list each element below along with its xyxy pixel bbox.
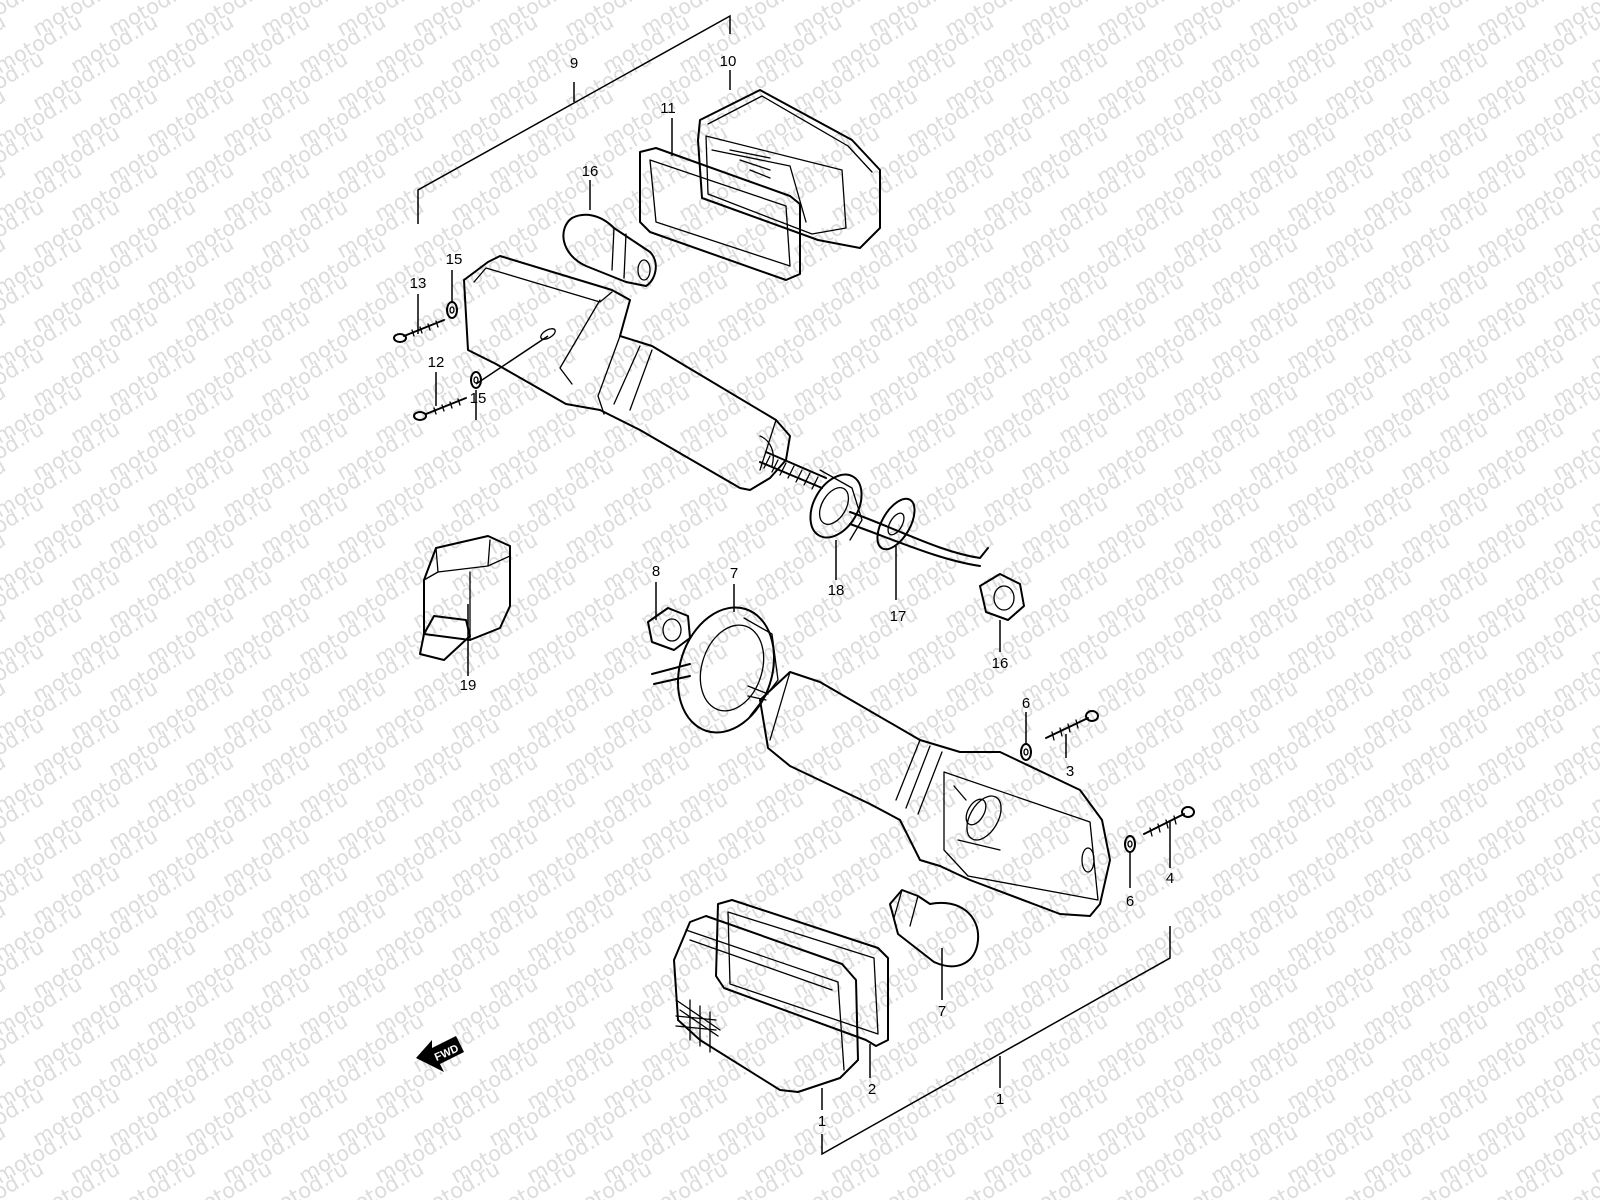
callout-4: 3 (1066, 763, 1074, 780)
bracket-1 (821, 926, 1171, 1156)
callout-11: 10 (720, 53, 737, 70)
callout-15-top: 15 (446, 251, 463, 268)
upper-housing (463, 255, 791, 491)
upper-nut-19 (809, 469, 863, 541)
screw-4 (1045, 710, 1099, 741)
upper-washer-18 (876, 497, 916, 551)
callout-3: 2 (868, 1081, 876, 1098)
lower-lens (673, 915, 859, 1093)
callout-10: 9 (570, 55, 578, 72)
upper-bulb (562, 213, 657, 287)
callout-13: 12 (428, 354, 445, 371)
callout-2: 1 (818, 1113, 826, 1130)
callout-1: 1 (996, 1091, 1004, 1108)
callout-5: 4 (1166, 870, 1174, 887)
callout-6-top: 6 (1022, 695, 1030, 712)
upper-stud (759, 451, 827, 490)
bracket-10 (417, 14, 731, 224)
callout-19: 18 (828, 582, 845, 599)
callout-8: 7 (730, 565, 738, 582)
screw-13 (413, 397, 467, 421)
lower-bulb (889, 889, 980, 968)
callout-18: 17 (890, 608, 907, 625)
upper-wire (849, 511, 989, 567)
flasher-relay (419, 535, 511, 661)
nut-17 (979, 573, 1025, 621)
screw-14 (393, 319, 445, 343)
lower-housing (747, 671, 1111, 917)
callout-16: 16 (582, 163, 599, 180)
callout-17: 16 (992, 655, 1009, 672)
callout-7: 7 (938, 1003, 946, 1020)
upper-gasket (639, 147, 801, 281)
callout-labels: 9 10 11 16 15 13 12 15 7 8 18 17 16 19 6… (410, 53, 1175, 1130)
callout-15-bottom: 15 (470, 390, 487, 407)
callout-12: 11 (660, 100, 676, 117)
callout-14: 13 (410, 275, 427, 292)
callout-9: 8 (652, 563, 660, 580)
leader-lines (417, 70, 1171, 1110)
screw-5 (1143, 806, 1195, 837)
lower-gasket (715, 899, 889, 1047)
grommet-8 (651, 606, 779, 734)
callout-20: 19 (460, 677, 477, 694)
callout-6-bottom: 6 (1126, 893, 1134, 910)
